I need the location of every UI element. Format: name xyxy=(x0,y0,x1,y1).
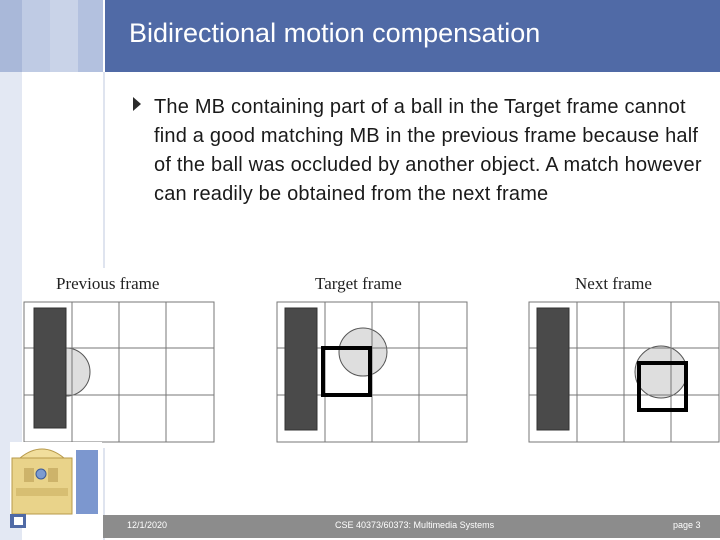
previous-frame-panel: Previous frame xyxy=(23,274,215,443)
bullet-text: The MB containing part of a ball in the … xyxy=(154,96,702,205)
footer-course: CSE 40373/60373: Multimedia Systems xyxy=(335,520,495,530)
next-frame-panel: Next frame xyxy=(528,274,720,443)
occluding-object xyxy=(33,307,67,429)
occluding-object xyxy=(536,307,570,431)
university-logo xyxy=(10,442,102,520)
footer-page-number: page 3 xyxy=(673,520,701,530)
footer-date: 12/1/2020 xyxy=(127,520,168,530)
next-frame-label: Next frame xyxy=(575,274,652,293)
previous-frame-label: Previous frame xyxy=(56,274,159,293)
target-frame-panel: Target frame xyxy=(276,274,468,443)
target-macroblock xyxy=(321,346,372,397)
ball xyxy=(338,327,388,377)
title-bar: Bidirectional motion compensation xyxy=(103,0,720,72)
bullet-point: The MB containing part of a ball in the … xyxy=(133,93,708,209)
motion-compensation-figure: Previous frame Target frame Next frame xyxy=(22,268,720,448)
logo-box-inner xyxy=(14,517,23,525)
occluding-object xyxy=(284,307,318,431)
page-title: Bidirectional motion compensation xyxy=(129,18,541,48)
bullet-arrow-icon xyxy=(133,97,141,111)
matching-macroblock xyxy=(637,361,688,412)
left-rail xyxy=(0,72,22,540)
ball xyxy=(634,345,688,399)
target-frame-label: Target frame xyxy=(315,274,402,293)
header-decoration xyxy=(0,0,103,72)
footer-bar: 12/1/2020 CSE 40373/60373: Multimedia Sy… xyxy=(103,515,720,538)
